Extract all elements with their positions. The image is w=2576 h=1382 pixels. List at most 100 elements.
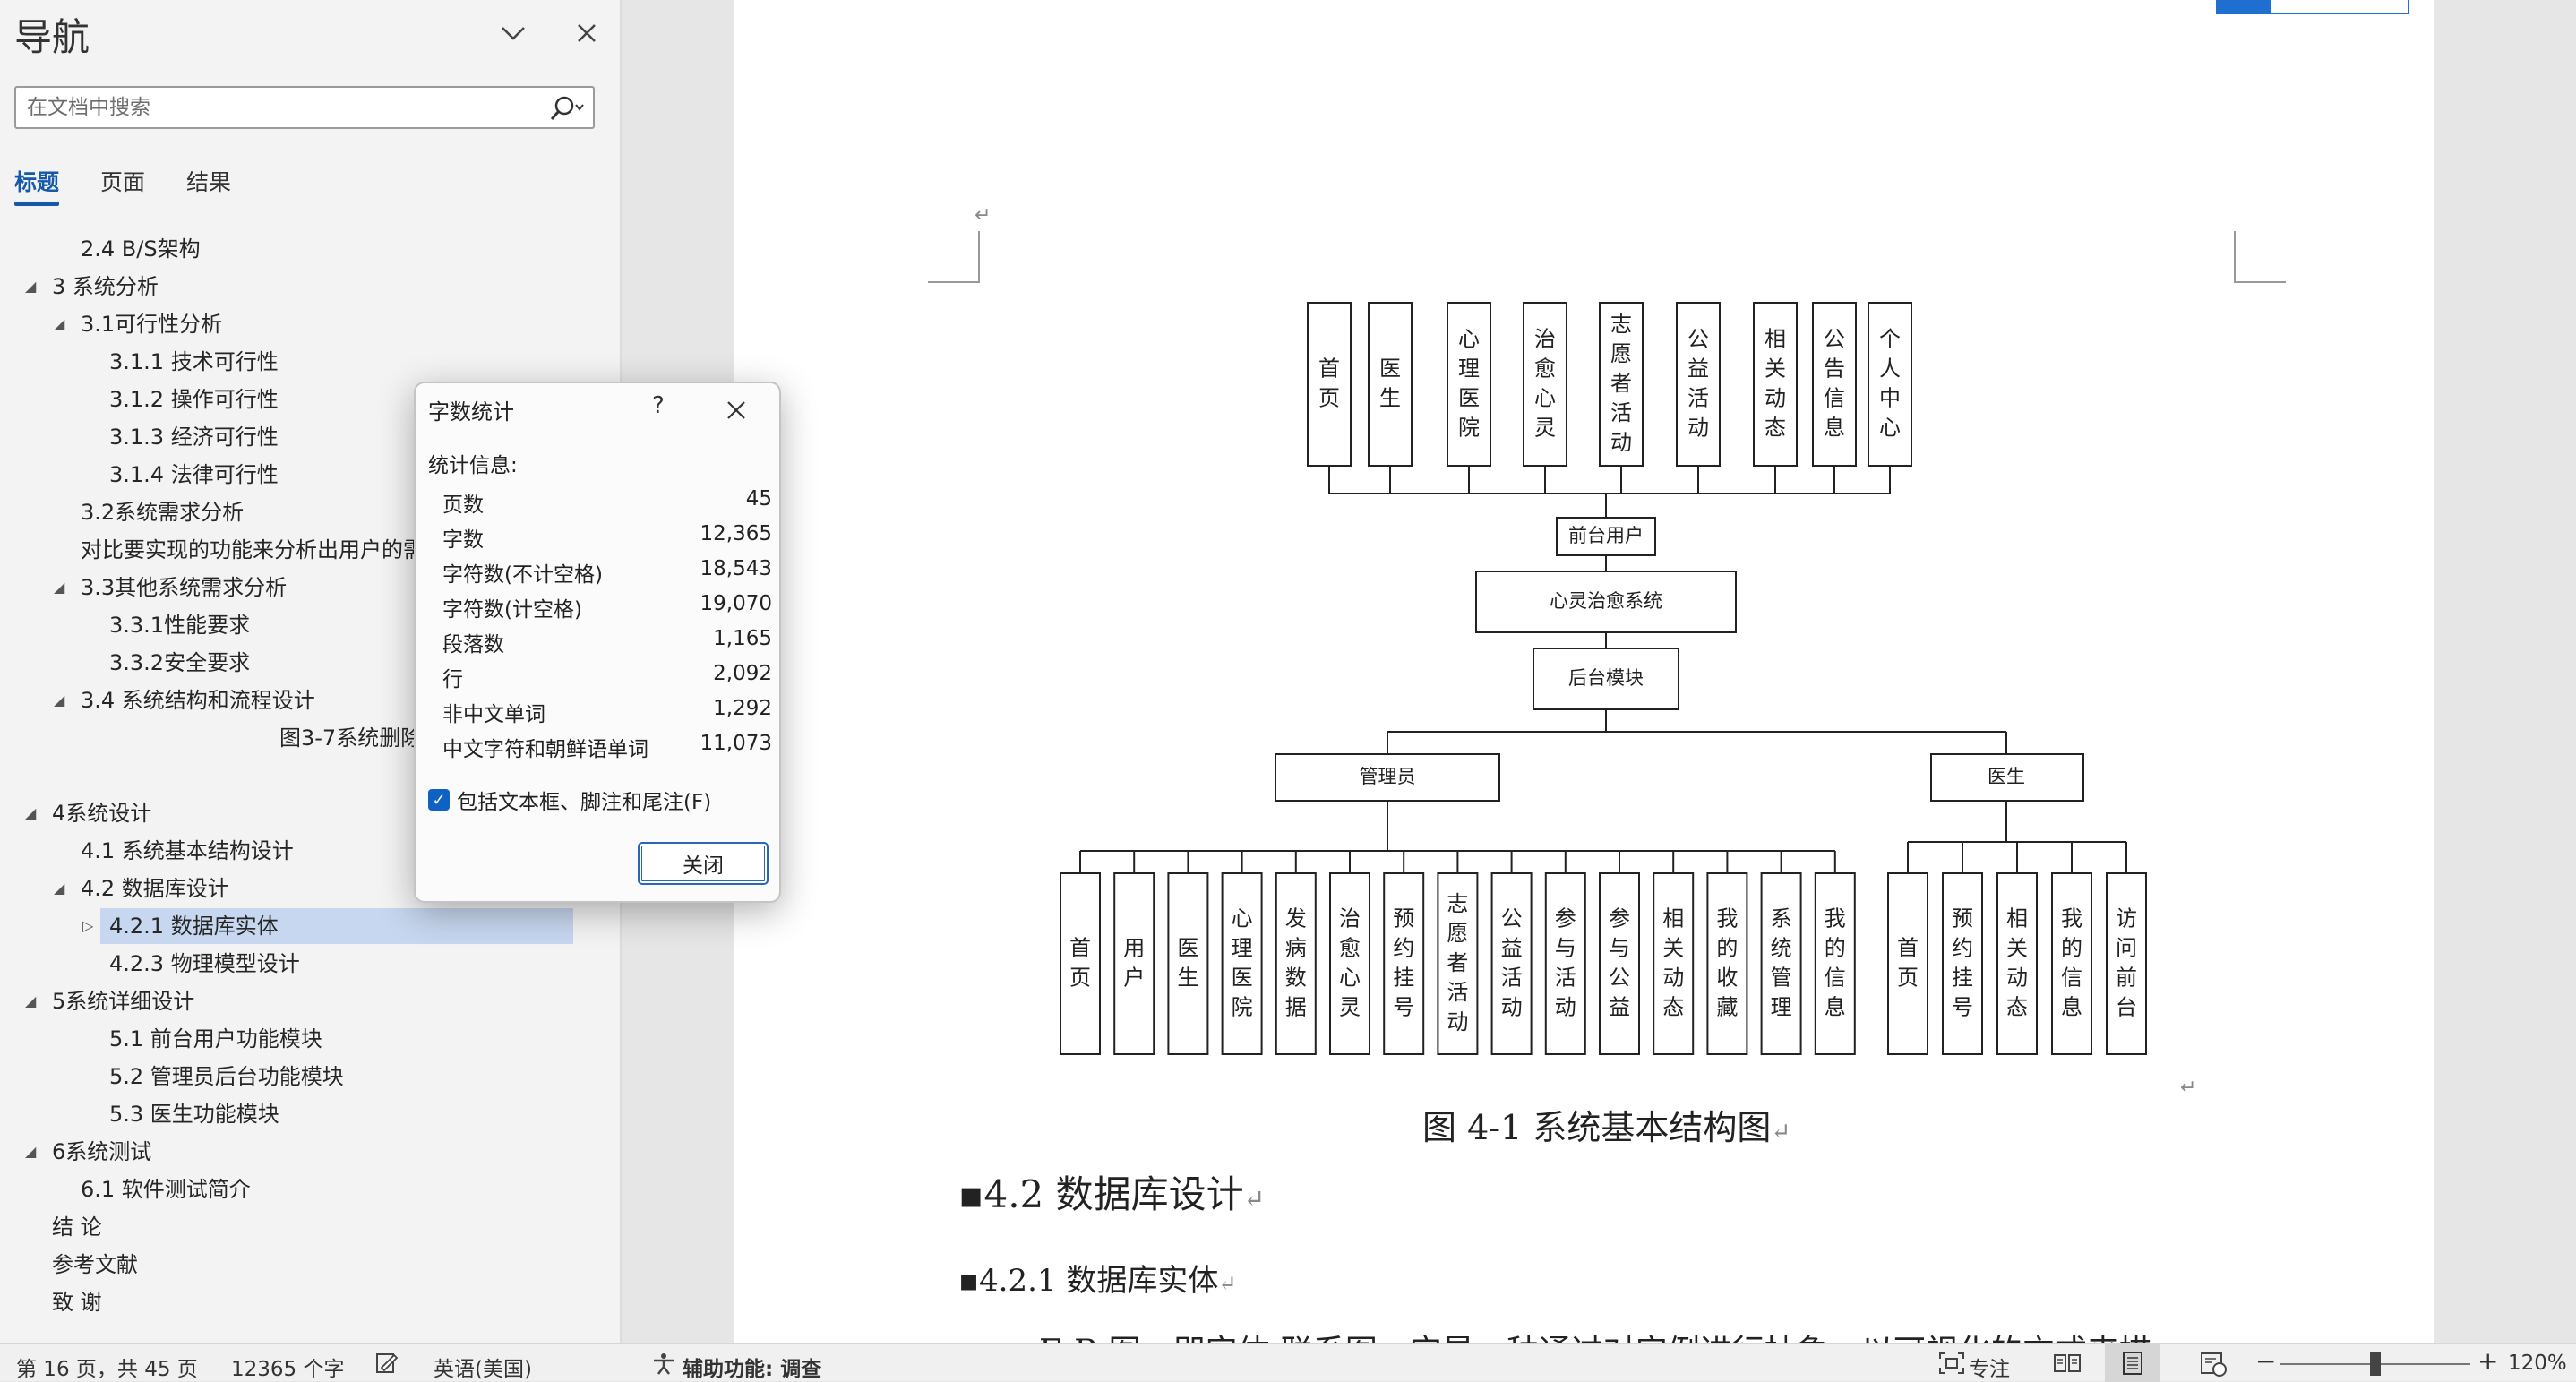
tree-node[interactable]: 3.1.1 技术可行性 xyxy=(0,344,622,380)
module-char: 医 xyxy=(1458,386,1480,411)
tree-node[interactable]: 结 论 xyxy=(0,1209,622,1245)
zoom-slider-thumb[interactable] xyxy=(2370,1352,2381,1376)
module-char: 理 xyxy=(1232,935,1253,960)
print-layout-icon[interactable] xyxy=(2105,1344,2160,1382)
page-count[interactable]: 第 16 页，共 45 页 xyxy=(16,1358,198,1381)
stat-label: 字符数(不计空格) xyxy=(442,563,603,587)
collapse-arrow-icon[interactable]: ◢ xyxy=(54,880,65,897)
tree-node[interactable]: ◢6系统测试 xyxy=(0,1134,622,1170)
focus-mode[interactable]: 专注 xyxy=(1969,1358,2010,1381)
tree-node[interactable]: ◢ 5系统详细设计 xyxy=(0,983,622,1019)
tree-node[interactable]: 图3-7系统删除 xyxy=(0,720,622,756)
doctor-module-box xyxy=(1942,872,1983,1055)
tab-headings[interactable]: 标题 xyxy=(14,165,60,211)
tree-node-label: 3.3.1性能要求 xyxy=(109,613,251,638)
tree-node[interactable]: ◢4.2 数据库设计 xyxy=(0,871,622,906)
collapse-arrow-icon[interactable]: ◢ xyxy=(25,278,37,295)
focus-icon[interactable] xyxy=(1938,1352,1965,1380)
tree-node[interactable]: 参考文献 xyxy=(0,1247,622,1283)
search-field[interactable] xyxy=(14,86,595,129)
zoom-in-button[interactable]: + xyxy=(2477,1346,2499,1376)
admin-box xyxy=(1275,753,1500,802)
module-char: 户 xyxy=(1123,966,1145,991)
help-icon[interactable]: ? xyxy=(652,392,665,419)
accessibility-status[interactable]: 辅助功能: 调查 xyxy=(683,1358,822,1381)
expand-arrow-icon[interactable]: ▷ xyxy=(82,917,94,934)
tab-pages[interactable]: 页面 xyxy=(100,169,146,195)
module-char: 活 xyxy=(1610,400,1632,425)
module-char: 益 xyxy=(1609,995,1630,1020)
collapse-arrow-icon[interactable]: ◢ xyxy=(25,1143,37,1160)
checkmark-icon[interactable]: ✓ xyxy=(428,789,450,811)
tree-node-label: 3.3.2安全要求 xyxy=(109,650,251,675)
close-icon[interactable] xyxy=(718,391,754,428)
search-icon[interactable] xyxy=(546,91,586,125)
chevron-down-icon[interactable] xyxy=(493,13,534,54)
tree-node[interactable]: 3.1.4 法律可行性 xyxy=(0,457,622,493)
tree-node[interactable]: 3.2系统需求分析 xyxy=(0,494,622,530)
tree-node[interactable]: 6.1 软件测试简介 xyxy=(0,1172,622,1207)
collapse-arrow-icon[interactable]: ◢ xyxy=(54,315,65,332)
module-char: 活 xyxy=(1687,386,1709,411)
module-char: 态 xyxy=(1662,995,1684,1020)
tree-node[interactable]: 5.1 前台用户功能模块 xyxy=(0,1021,622,1057)
top-module-box xyxy=(1307,302,1352,467)
accessibility-icon[interactable] xyxy=(650,1352,677,1380)
read-mode-icon[interactable] xyxy=(2053,1352,2082,1380)
zoom-out-button[interactable]: − xyxy=(2255,1346,2277,1376)
module-label: 首页 xyxy=(1318,356,1340,410)
module-char: 预 xyxy=(1393,906,1414,931)
tree-node[interactable]: 4.1 系统基本结构设计 xyxy=(0,833,622,869)
backend-label: 后台模块 xyxy=(1568,667,1644,689)
tree-node[interactable]: 3.3.1性能要求 xyxy=(0,607,622,643)
zoom-level[interactable]: 120% xyxy=(2508,1352,2567,1375)
tree-node[interactable]: ▷4.2.1 数据库实体 xyxy=(0,908,622,944)
tree-node[interactable]: ◢3.4 系统结构和流程设计 xyxy=(0,682,622,718)
body-paragraph[interactable]: E-R 图，即实体-联系图，它是一种通过对实例进行抽象，以可视化的方式来描 xyxy=(1039,1326,2151,1343)
module-char: 志 xyxy=(1610,312,1632,337)
collapse-arrow-icon[interactable]: ◢ xyxy=(54,691,65,708)
include-textboxes-checkbox[interactable]: ✓ 包括文本框、脚注和尾注(F) xyxy=(428,785,711,815)
web-layout-icon[interactable] xyxy=(2200,1352,2228,1382)
view-toggle[interactable] xyxy=(2216,0,2409,14)
collapse-arrow-icon[interactable]: ◢ xyxy=(25,992,37,1009)
tree-node[interactable]: 5.3 医生功能模块 xyxy=(0,1096,622,1132)
module-char: 管 xyxy=(1771,966,1792,991)
word-count[interactable]: 12365 个字 xyxy=(231,1358,345,1381)
close-button[interactable]: 关闭 xyxy=(638,842,769,885)
heading-text: 4.2 数据库设计 xyxy=(983,1172,1244,1216)
tree-node[interactable]: 2.4 B/S架构 xyxy=(0,231,622,267)
tree-node-label: 图3-7系统删除 xyxy=(279,725,423,751)
tree-node[interactable]: 3.1.2 操作可行性 xyxy=(0,382,622,417)
tree-node[interactable]: 3.3.2安全要求 xyxy=(0,645,622,681)
tree-node[interactable]: ◢3.3其他系统需求分析 xyxy=(0,570,622,605)
tree-node-label: 5系统详细设计 xyxy=(52,989,195,1014)
margin-corner xyxy=(2234,231,2286,283)
language[interactable]: 英语(美国) xyxy=(434,1358,532,1381)
collapse-arrow-icon[interactable]: ◢ xyxy=(54,579,65,596)
collapse-arrow-icon[interactable]: ◢ xyxy=(25,804,37,821)
tree-node[interactable]: 致 谢 xyxy=(0,1284,622,1320)
search-input[interactable] xyxy=(16,88,518,127)
heading-4-2-1[interactable]: ▪4.2.1 数据库实体↵ xyxy=(958,1263,1237,1299)
tree-node[interactable]: 对比要实现的功能来分析出用户的需 xyxy=(0,532,622,568)
heading-4-2[interactable]: ▪4.2 数据库设计↵ xyxy=(958,1172,1266,1216)
admin-module-box xyxy=(1653,872,1695,1055)
tree-node[interactable]: 4.2.3 物理模型设计 xyxy=(0,946,622,982)
caption-text: 图 4-1 系统基本结构图 xyxy=(1422,1108,1772,1147)
proofing-icon[interactable] xyxy=(374,1352,399,1380)
module-char: 息 xyxy=(2061,995,2082,1020)
close-icon[interactable] xyxy=(566,13,607,54)
tree-node[interactable]: 5.2 管理员后台功能模块 xyxy=(0,1059,622,1094)
tab-results[interactable]: 结果 xyxy=(186,169,232,195)
tree-node[interactable]: 3.1.3 经济可行性 xyxy=(0,419,622,455)
tree-node[interactable]: ◢3.1可行性分析 xyxy=(0,306,622,342)
tree-node[interactable]: ◢4系统设计 xyxy=(0,795,622,831)
tree-node[interactable]: ◢3 系统分析 xyxy=(0,269,622,305)
